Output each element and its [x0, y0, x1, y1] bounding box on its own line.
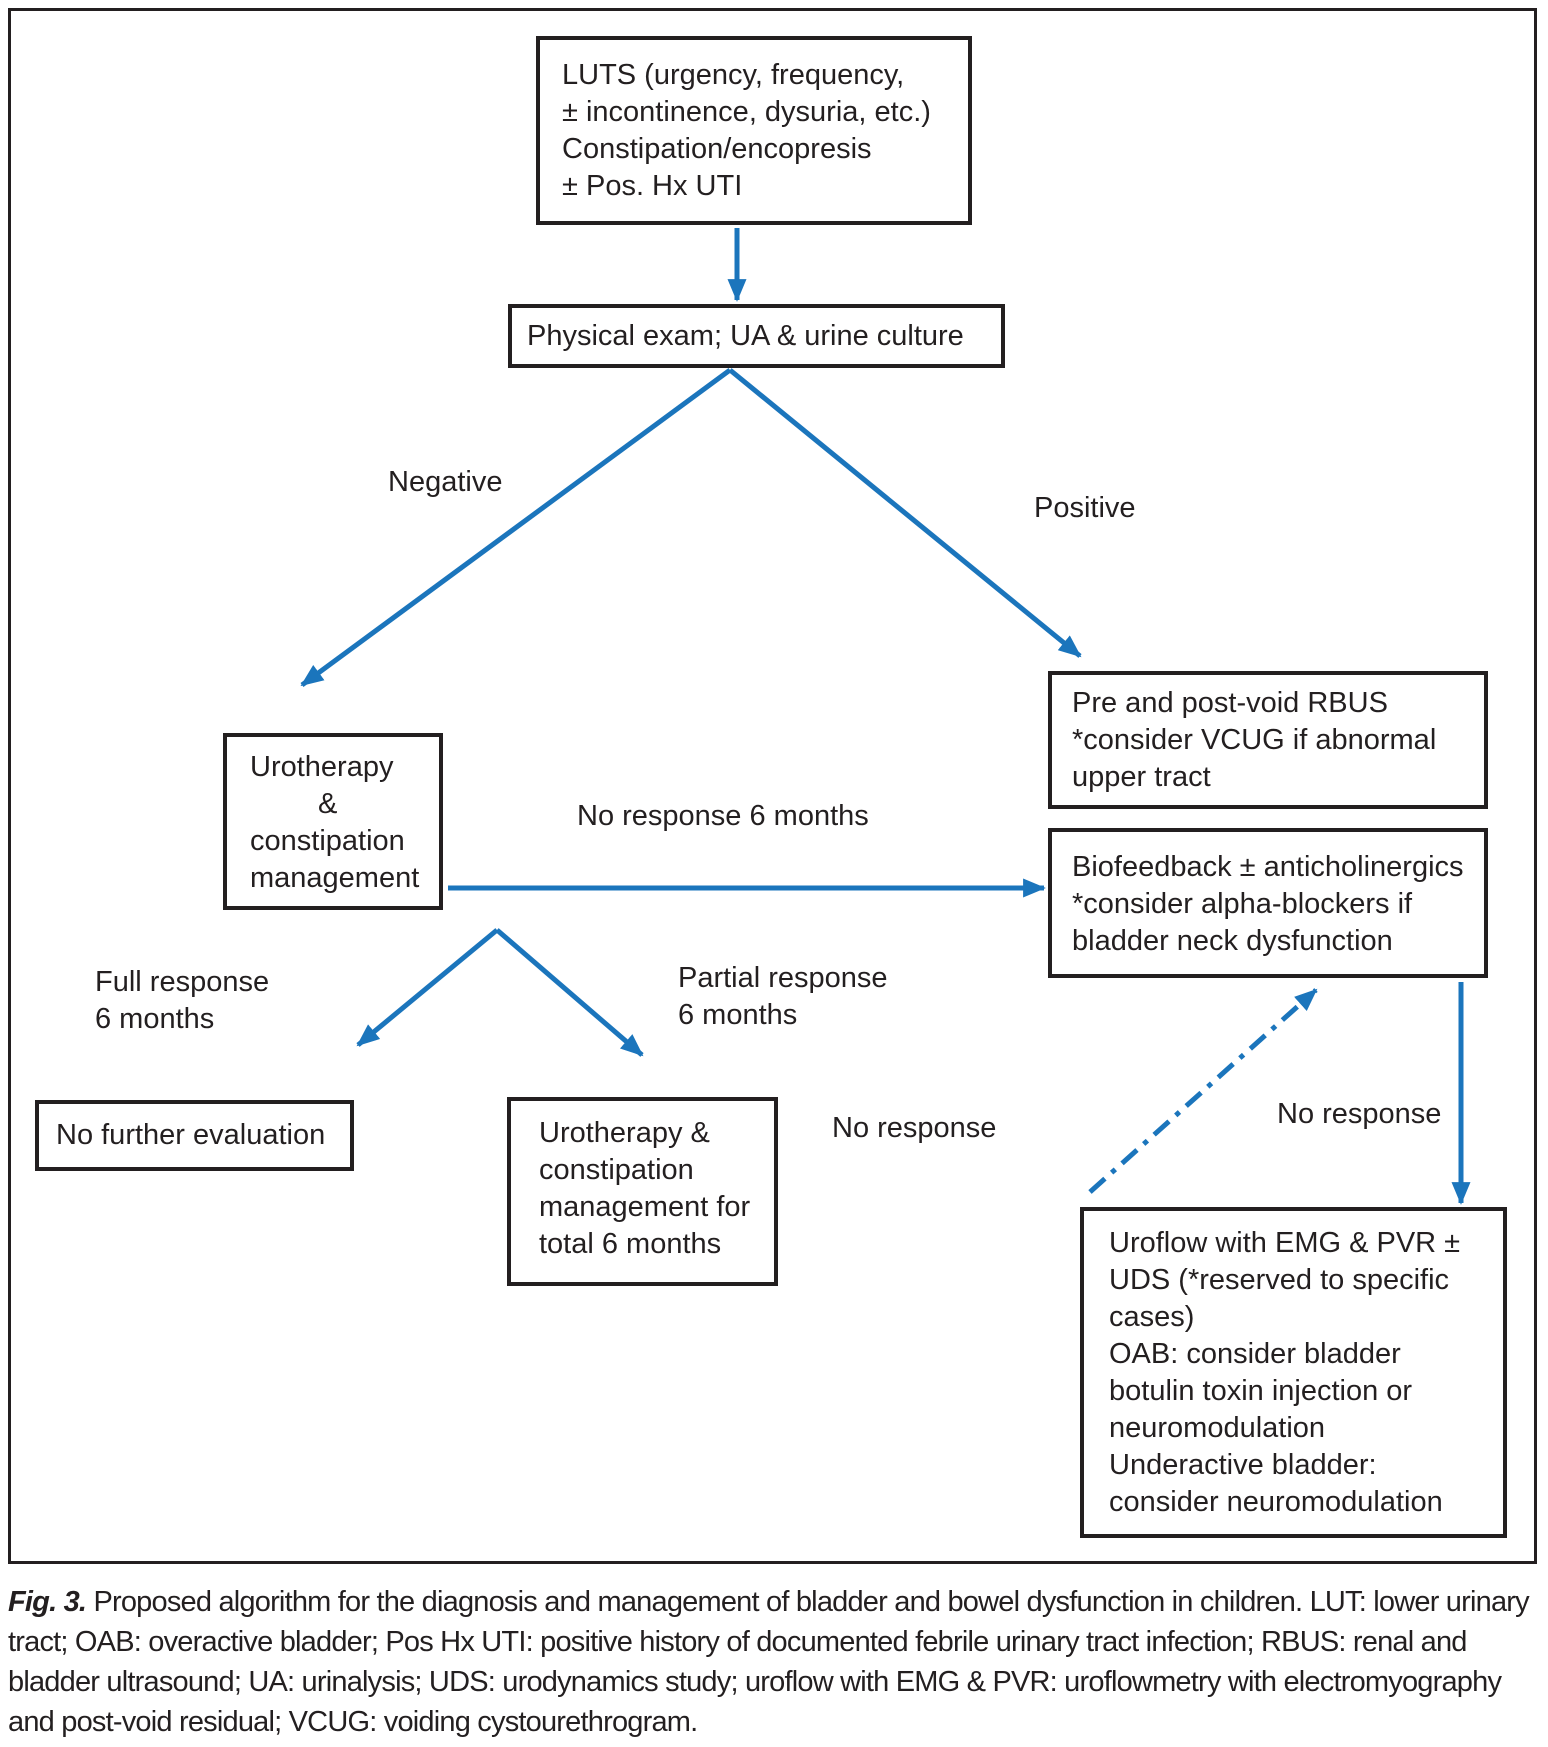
arrow-full-response: [356, 928, 499, 1047]
edge-label-no-response-6-months: No response 6 months: [577, 800, 869, 832]
node-uroflow-line: neuromodulation: [1109, 1412, 1326, 1444]
node-physical-exam: Physical exam; UA & urine culture: [508, 304, 1005, 368]
node-luts-line: LUTS (urgency, frequency,: [562, 59, 905, 91]
node-urotherapy-6-months-line: constipation: [539, 1154, 694, 1186]
node-urotherapy-line: Urotherapy: [250, 751, 394, 783]
arrow-positive: [728, 368, 1082, 658]
figure-caption-text: Proposed algorithm for the diagnosis and…: [8, 1586, 1530, 1738]
edge-label-partial-response-line: Partial response: [678, 962, 888, 994]
arrow-dashdot-uroflow-to-biofeedback: [1088, 988, 1318, 1194]
node-physical-exam-line: Physical exam; UA & urine culture: [527, 319, 964, 352]
node-urotherapy-line: management: [250, 862, 420, 894]
node-uroflow-line: botulin toxin injection or: [1109, 1375, 1413, 1407]
node-rbus-line: Pre and post-void RBUS: [1072, 687, 1388, 719]
node-urotherapy-line: constipation: [250, 825, 405, 857]
node-luts: LUTS (urgency, frequency, ± incontinence…: [536, 36, 972, 225]
node-biofeedback: Biofeedback ± anticholinergics *consider…: [1048, 828, 1488, 978]
node-uroflow-line: UDS (*reserved to specific: [1109, 1264, 1450, 1296]
node-no-further-evaluation-line: No further evaluation: [56, 1119, 326, 1151]
edge-label-negative: Negative: [388, 466, 503, 498]
edge-label-full-response-line: 6 months: [95, 1003, 215, 1035]
node-rbus-line: *consider VCUG if abnormal: [1072, 724, 1437, 756]
node-uroflow-line: Uroflow with EMG & PVR ±: [1109, 1227, 1461, 1259]
edge-label-partial-response: Partial response 6 months: [678, 960, 888, 1034]
edge-label-positive: Positive: [1034, 492, 1136, 524]
node-uroflow-line: consider neuromodulation: [1109, 1486, 1443, 1518]
node-rbus: Pre and post-void RBUS *consider VCUG if…: [1048, 671, 1488, 809]
node-luts-line: ± Pos. Hx UTI: [562, 170, 743, 202]
node-urotherapy-6-months-line: management for: [539, 1191, 751, 1223]
node-luts-line: Constipation/encopresis: [562, 133, 872, 165]
edge-label-full-response-line: Full response: [95, 966, 270, 998]
node-no-further-evaluation: No further evaluation: [35, 1100, 354, 1171]
node-urotherapy-6-months-line: Urotherapy &: [539, 1117, 710, 1149]
node-uroflow: Uroflow with EMG & PVR ± UDS (*reserved …: [1080, 1207, 1507, 1538]
node-urotherapy-6-months: Urotherapy & constipation management for…: [507, 1097, 778, 1286]
arrow-negative: [300, 367, 732, 688]
node-biofeedback-line: Biofeedback ± anticholinergics: [1072, 851, 1464, 883]
node-uroflow-line: OAB: consider bladder: [1109, 1338, 1401, 1370]
arrow-partial-response: [495, 928, 644, 1057]
node-biofeedback-line: *consider alpha-blockers if: [1072, 888, 1413, 920]
node-biofeedback-line: bladder neck dysfunction: [1072, 925, 1393, 957]
node-rbus-line: upper tract: [1072, 761, 1211, 793]
node-uroflow-line: Underactive bladder:: [1109, 1449, 1377, 1481]
node-luts-line: ± incontinence, dysuria, etc.): [562, 96, 931, 128]
edge-label-no-response-right: No response: [1277, 1098, 1442, 1130]
figure-caption: Fig. 3. Proposed algorithm for the diagn…: [8, 1582, 1544, 1742]
edge-label-no-response-left: No response: [832, 1112, 997, 1144]
node-urotherapy-6-months-line: total 6 months: [539, 1228, 722, 1260]
edge-label-partial-response-line: 6 months: [678, 999, 798, 1031]
node-urotherapy: Urotherapy & constipation management: [223, 733, 443, 910]
edge-label-full-response: Full response 6 months: [95, 964, 269, 1038]
node-urotherapy-line: &: [318, 788, 338, 820]
figure-caption-number: Fig. 3.: [8, 1586, 87, 1618]
node-uroflow-line: cases): [1109, 1301, 1195, 1333]
